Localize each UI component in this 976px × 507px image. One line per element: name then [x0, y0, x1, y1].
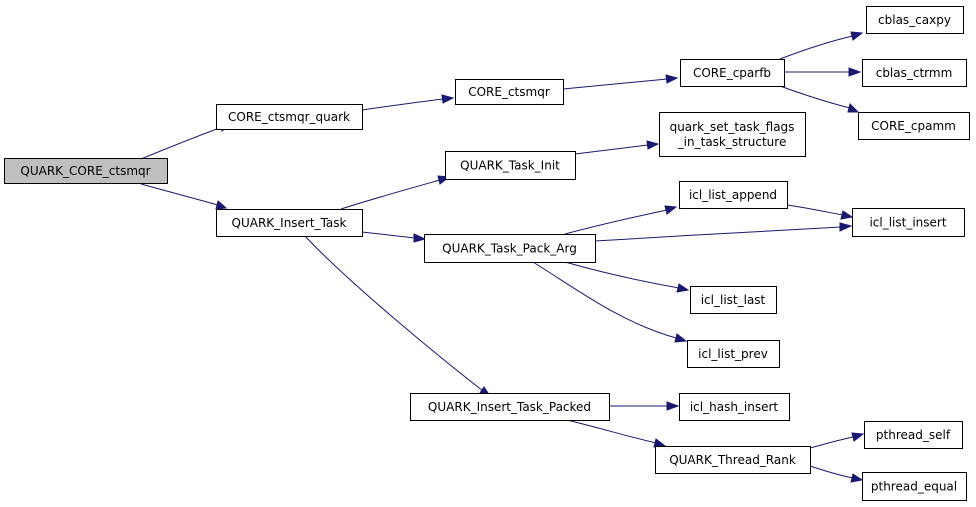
node-box	[679, 181, 788, 209]
node-box	[216, 104, 363, 130]
node-quark-insert-task-packed[interactable]: QUARK_Insert_Task_Packed	[410, 393, 610, 421]
node-box	[680, 59, 785, 87]
edge	[564, 261, 690, 293]
node-label: CORE_cparfb	[693, 66, 771, 80]
node-label: cblas_ctrmm	[876, 66, 953, 80]
node-core-ctsmqr-quark[interactable]: CORE_ctsmqr_quark	[216, 104, 363, 130]
node-pthread-self[interactable]: pthread_self	[864, 421, 963, 449]
edge	[574, 140, 660, 155]
edge	[532, 261, 688, 343]
edge	[140, 183, 228, 210]
node-box	[659, 112, 806, 157]
node-box	[858, 112, 970, 140]
node-box	[679, 393, 790, 421]
edge	[594, 222, 853, 242]
node-core-ctsmqr[interactable]: CORE_ctsmqr	[455, 79, 564, 105]
node-quark-task-pack-arg[interactable]: QUARK_Task_Pack_Arg	[424, 234, 596, 263]
node-label: CORE_ctsmqr	[468, 85, 550, 99]
node-quark-task-init[interactable]: QUARK_Task_Init	[445, 151, 576, 180]
edge	[361, 231, 427, 243]
node-icl-list-last[interactable]: icl_list_last	[690, 286, 777, 314]
node-box	[410, 393, 610, 421]
node-icl-hash-insert[interactable]: icl_hash_insert	[679, 393, 790, 421]
nodes-layer: QUARK_CORE_ctsmqr CORE_ctsmqr_quark QUAR…	[4, 6, 970, 501]
edge	[809, 465, 864, 483]
node-label: QUARK_Insert_Task	[232, 216, 347, 230]
edge	[784, 67, 862, 77]
node-box	[455, 79, 564, 105]
node-label: QUARK_Task_Pack_Arg	[442, 242, 577, 256]
node-label: icl_list_last	[701, 293, 766, 307]
node-cblas-ctrmm[interactable]: cblas_ctrmm	[862, 59, 967, 87]
node-box	[687, 340, 780, 368]
node-box	[690, 286, 777, 314]
node-quark-core-ctsmqr[interactable]: QUARK_CORE_ctsmqr	[4, 158, 168, 184]
node-core-cparfb[interactable]: CORE_cparfb	[680, 59, 785, 87]
node-label: CORE_cpamm	[871, 119, 956, 133]
node-label: icl_list_append	[689, 188, 777, 202]
node-box	[424, 234, 596, 263]
edge	[779, 85, 860, 113]
node-icl-list-insert[interactable]: icl_list_insert	[852, 208, 965, 237]
node-box	[445, 151, 576, 180]
node-label: icl_list_prev	[698, 347, 768, 361]
node-box	[862, 472, 967, 501]
node-label: QUARK_Thread_Rank	[669, 453, 796, 467]
edge	[562, 74, 679, 90]
node-label: pthread_equal	[871, 480, 957, 494]
node-label: quark_set_task_flags	[670, 120, 795, 134]
node-label: pthread_self	[876, 428, 951, 442]
node-core-cpamm[interactable]: CORE_cpamm	[858, 112, 970, 140]
node-box	[862, 59, 967, 87]
node-label: icl_hash_insert	[690, 400, 779, 414]
node-quark-thread-rank[interactable]: QUARK_Thread_Rank	[655, 446, 811, 474]
edge	[609, 401, 680, 411]
node-label: QUARK_Insert_Task_Packed	[428, 400, 591, 414]
node-cblas-caxpy[interactable]: cblas_caxpy	[866, 6, 964, 34]
node-pthread-equal[interactable]: pthread_equal	[862, 472, 967, 501]
edge	[564, 205, 678, 235]
node-box	[655, 446, 811, 474]
edge	[779, 31, 864, 60]
node-box	[866, 6, 964, 34]
edge	[809, 432, 865, 449]
node-box	[4, 158, 168, 184]
node-label: QUARK_CORE_ctsmqr	[20, 164, 150, 178]
node-box	[852, 208, 965, 237]
edge	[786, 204, 854, 220]
node-label: icl_list_insert	[869, 216, 946, 230]
node-box	[216, 209, 363, 237]
node-quark-insert-task[interactable]: QUARK_Insert_Task	[216, 209, 363, 237]
edges-layer	[140, 31, 865, 483]
node-label: _in_task_structure	[677, 135, 787, 149]
node-label: cblas_caxpy	[878, 13, 951, 27]
node-box	[864, 421, 963, 449]
node-icl-list-append[interactable]: icl_list_append	[679, 181, 788, 209]
node-icl-list-prev[interactable]: icl_list_prev	[687, 340, 780, 368]
edge	[566, 419, 667, 448]
node-label: CORE_ctsmqr_quark	[228, 110, 350, 124]
node-label: QUARK_Task_Init	[460, 159, 560, 173]
edge	[361, 94, 455, 111]
node-quark-set-task-flags[interactable]: quark_set_task_flags_in_task_structure	[659, 112, 806, 157]
edge	[340, 175, 451, 210]
